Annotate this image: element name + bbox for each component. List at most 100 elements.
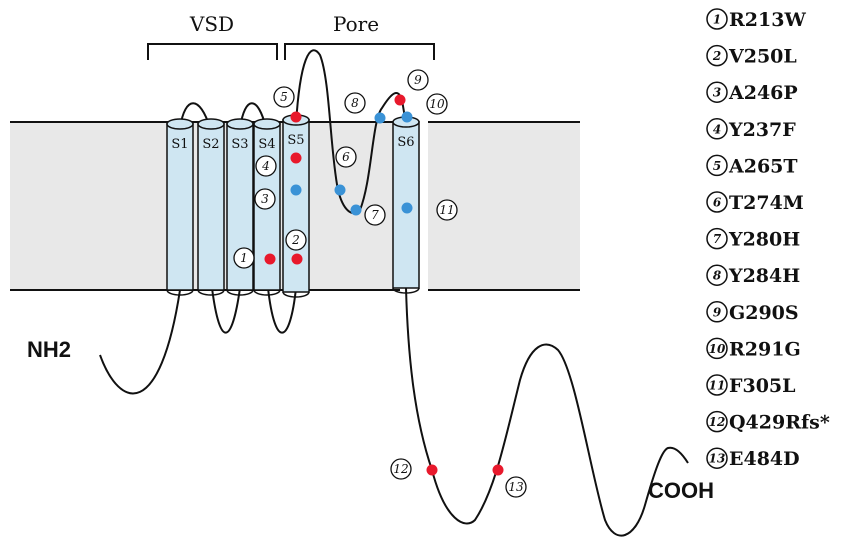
site-marker-circle: [335, 146, 357, 168]
legend-number-circle: [706, 301, 728, 323]
legend-number: 8: [713, 269, 722, 283]
legend-number-circle: [706, 44, 728, 67]
legend-number: 11: [709, 379, 726, 393]
c-terminal-tail: [405, 287, 689, 537]
site-marker-number: 12: [393, 462, 408, 476]
pore-bracket: [284, 43, 435, 60]
site-marker-circle: [390, 458, 412, 480]
site-marker-10: 10: [426, 93, 448, 115]
site-marker-2: 2: [285, 229, 307, 251]
pore-loop: [295, 49, 407, 215]
mutation-dot: [394, 94, 406, 106]
mutation-dot: [290, 184, 302, 196]
site-marker-circle: [255, 155, 277, 177]
legend-mutation-label: T274M: [729, 192, 804, 214]
legend-number-circle: [706, 374, 728, 396]
legend-item: 1 R213W: [706, 8, 806, 31]
helix-s3: S3: [226, 118, 254, 296]
site-marker-number: 8: [351, 96, 359, 110]
helix-label: S3: [231, 137, 248, 152]
legend-mutation-label: E484D: [729, 448, 800, 470]
site-marker-circle: [344, 92, 366, 114]
site-marker-12: 12: [390, 458, 412, 480]
legend-number: 1: [713, 13, 721, 27]
n-terminal-tail: [99, 289, 181, 395]
site-marker-9: 9: [407, 69, 429, 91]
site-marker-number: 7: [371, 208, 379, 222]
helix-bottom-cap: [166, 289, 194, 296]
helix-top-cap: [197, 118, 225, 130]
site-marker-6: 6: [335, 146, 357, 168]
legend-mutation-label: A265T: [728, 155, 798, 177]
site-marker-number: 9: [414, 73, 422, 87]
legend-number: 3: [713, 86, 721, 100]
site-marker-number: 6: [342, 150, 350, 164]
pore-label: Pore: [333, 12, 379, 36]
legend-mutation-label: Y284H: [728, 265, 800, 287]
site-marker-circle: [233, 247, 255, 269]
site-marker-number: 4: [261, 159, 270, 173]
mutation-dot: [264, 253, 276, 265]
helix-label: S4: [258, 137, 275, 152]
legend-number: 4: [713, 122, 721, 136]
legend-mutation-label: G290S: [729, 302, 799, 324]
region-brackets: [147, 43, 435, 60]
site-marker-3: 3: [254, 188, 276, 210]
site-marker-11: 11: [436, 199, 458, 221]
legend-number: 10: [709, 342, 726, 356]
mutation-dot: [334, 184, 346, 196]
mutation-dots: [264, 94, 504, 476]
legend-number: 9: [713, 305, 722, 319]
vsd-label: VSD: [189, 12, 234, 36]
helix-bottom-cap: [253, 289, 281, 296]
legend-number: 5: [713, 159, 721, 173]
legend-number-circle: [706, 227, 728, 250]
legend-number: 13: [709, 452, 726, 466]
legend-mutation-label: F305L: [729, 375, 796, 397]
loop-s4-s5-intracellular: [267, 287, 297, 334]
helix-bottom-cap: [197, 289, 225, 296]
site-marker-number: 3: [261, 192, 269, 206]
legend-number: 12: [709, 415, 726, 429]
helix-label: S1: [171, 137, 188, 152]
helix-top-cap: [226, 118, 254, 130]
c-terminus-label: COOH: [648, 478, 714, 503]
site-marker-circle: [426, 93, 448, 115]
mutation-dot: [401, 111, 413, 123]
site-marker-circle: [436, 199, 458, 221]
helix-bottom-cap: [282, 291, 310, 298]
site-marker-number: 10: [429, 97, 445, 111]
helix-bottom-cap: [392, 287, 420, 294]
mutation-dot: [492, 464, 504, 476]
loop-s2-s3-intracellular: [211, 287, 241, 334]
mutation-dot: [350, 204, 362, 216]
site-marker-number: 2: [291, 233, 300, 247]
helix-label: S6: [397, 135, 414, 150]
legend-number-circle: [706, 410, 728, 433]
legend-mutation-label: Q429Rfs*: [729, 412, 830, 434]
legend-mutation-label: Y237F: [728, 119, 796, 141]
site-marker-5: 5: [273, 86, 295, 108]
legend-number-circle: [706, 447, 728, 469]
legend-mutation-label: R213W: [729, 9, 806, 31]
n-terminus-label: NH2: [27, 337, 71, 362]
legend-item: 5 A265T: [706, 154, 798, 177]
site-marker-circle: [273, 86, 295, 108]
site-marker-4: 4: [255, 155, 277, 177]
legend-item: 4 Y237F: [706, 118, 796, 141]
legend-number-circle: [706, 154, 728, 177]
helix-s5: S5: [282, 114, 310, 298]
mutation-dot: [290, 152, 302, 164]
site-marker-circle: [505, 476, 527, 498]
helix-label: S5: [287, 133, 304, 148]
helix-s2: S2: [197, 118, 225, 296]
site-marker-circle: [254, 188, 276, 210]
